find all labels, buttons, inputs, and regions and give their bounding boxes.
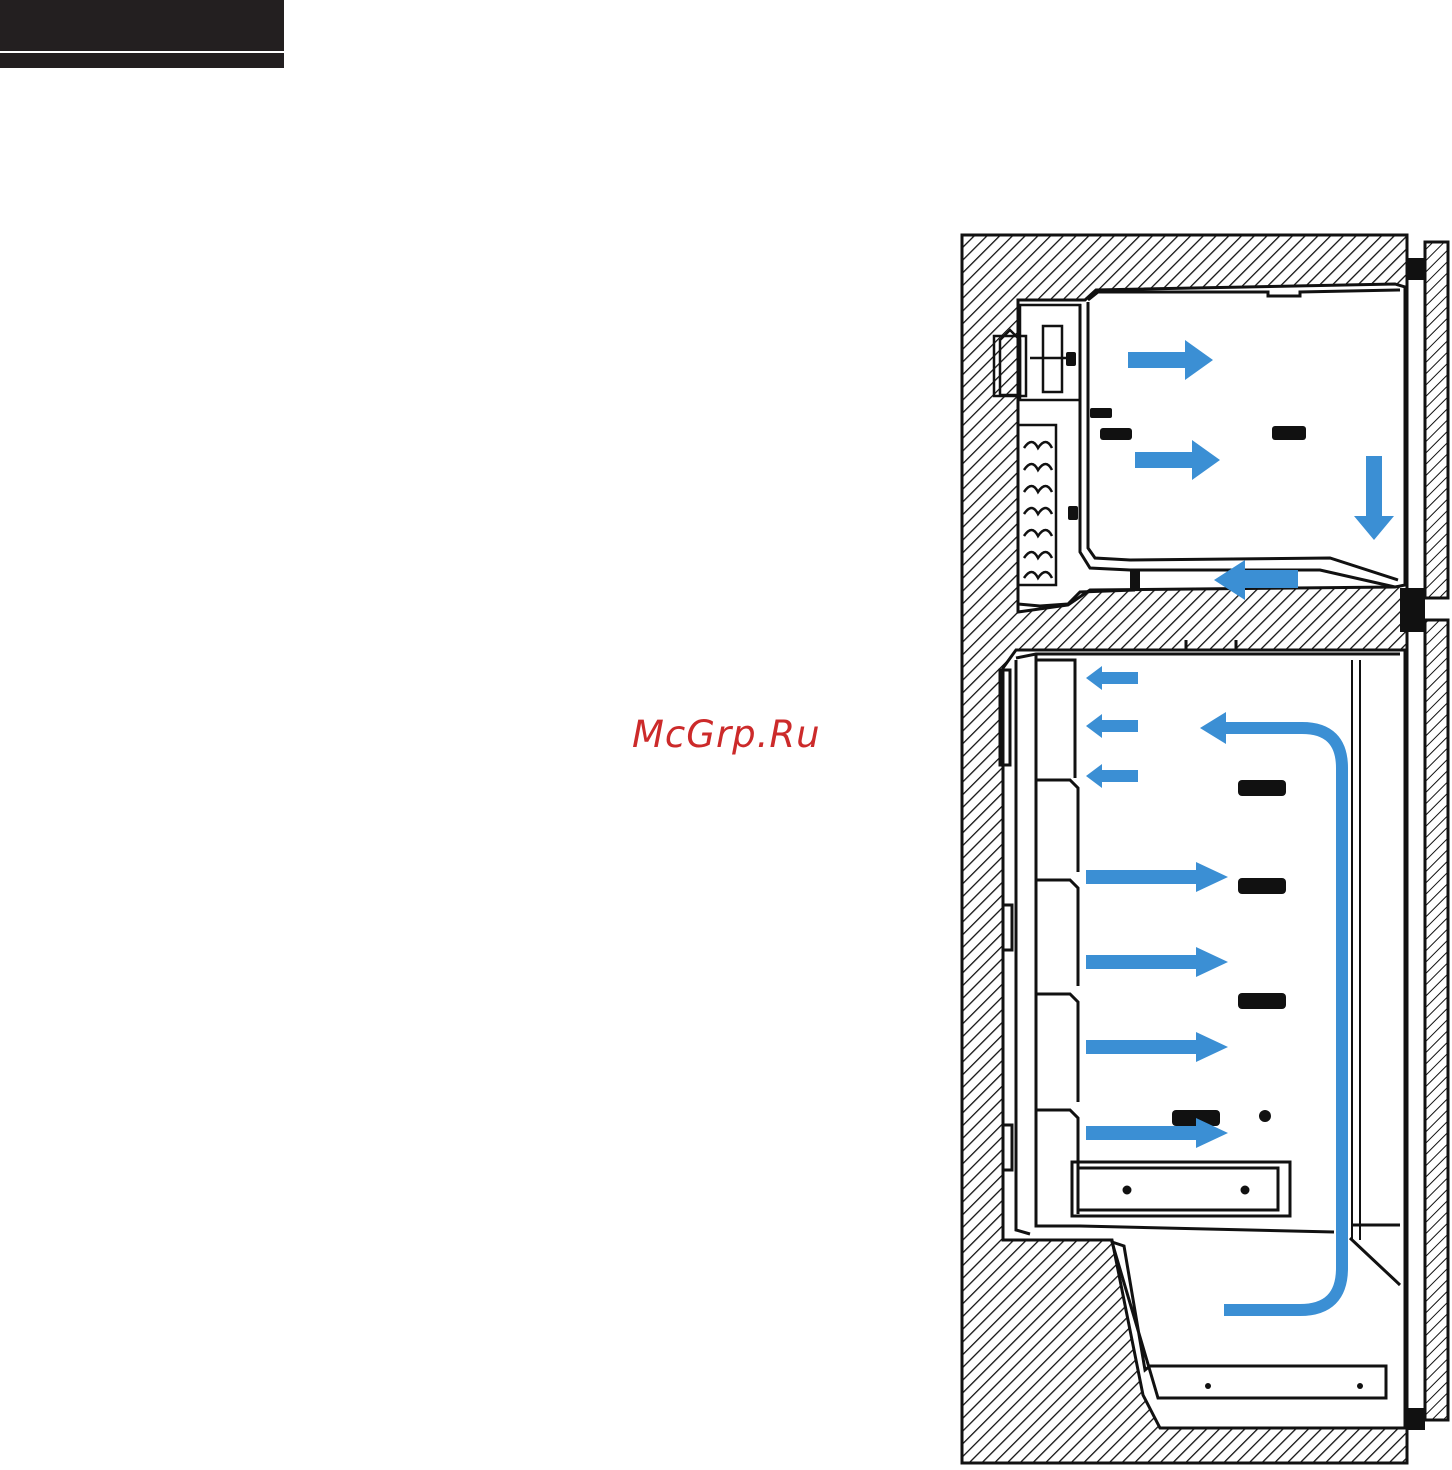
freezer-shelf-clips	[1066, 352, 1306, 590]
airflow-arrow	[1086, 862, 1228, 892]
airflow-return-loop	[1222, 728, 1342, 1310]
airflow-return-head	[1200, 712, 1226, 744]
watermark-text: McGrp.Ru	[632, 713, 821, 756]
airflow-arrow	[1086, 1032, 1228, 1062]
airflow-arrow	[1354, 456, 1394, 540]
evaporator-fins	[1024, 442, 1052, 578]
airflow-arrow	[1135, 440, 1220, 480]
freezer-door	[1425, 242, 1448, 598]
freezer-liner	[1018, 290, 1400, 606]
airflow-arrow	[1086, 764, 1138, 788]
airflow-arrow	[1086, 947, 1228, 977]
fresh-food-door	[1425, 620, 1448, 1420]
airflow-arrow	[1086, 666, 1138, 690]
shelf-supports	[1172, 780, 1286, 1126]
airflow-arrow	[1086, 714, 1138, 738]
airflow-arrow	[1128, 340, 1213, 380]
crisper-drawer	[1072, 1162, 1400, 1285]
door-bins	[1036, 660, 1078, 1214]
